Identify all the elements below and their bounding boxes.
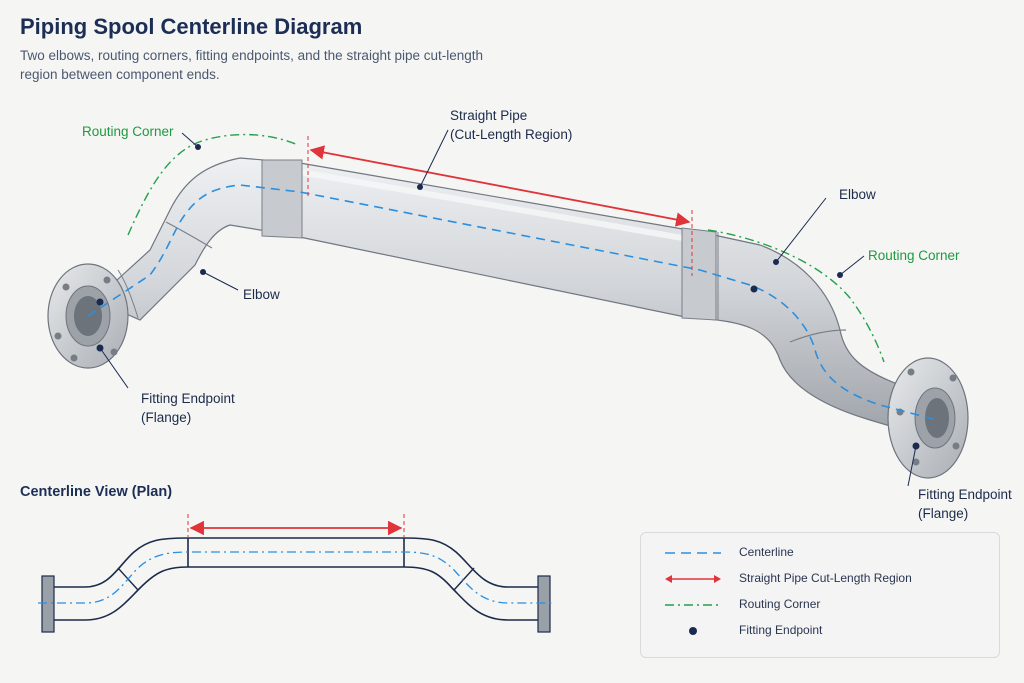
- plan-pipe-outline-top: [54, 537, 538, 588]
- label-routing-corner-left: Routing Corner: [82, 124, 174, 139]
- label-routing-corner-right: Routing Corner: [868, 248, 960, 263]
- spool-3d: [47, 129, 969, 487]
- endpoint-dot: [750, 285, 758, 293]
- legend-label: Routing Corner: [739, 597, 821, 611]
- legend: Centerline Straight Pipe Cut-Length Regi…: [640, 532, 1000, 658]
- legend-item-cut-length: Straight Pipe Cut-Length Region: [641, 569, 999, 589]
- legend-item-centerline: Centerline: [641, 543, 999, 563]
- leader-lines: [99, 129, 917, 487]
- cut-length-arrow: [309, 145, 691, 227]
- coupling-band-left: [261, 159, 303, 239]
- legend-label: Centerline: [739, 545, 794, 559]
- label-fitting-right-line1: Fitting Endpoint: [918, 487, 1012, 502]
- label-straight-pipe-line2: (Cut-Length Region): [450, 127, 573, 142]
- label-straight-pipe-line1: Straight Pipe: [450, 108, 528, 123]
- routing-corner-arc-left: [127, 133, 299, 236]
- plan-pipe-outline-bottom: [54, 566, 538, 621]
- label-elbow-right: Elbow: [839, 187, 876, 202]
- red-double-arrow-icon: [665, 575, 721, 583]
- routing-corner-legend-icon: [665, 604, 721, 606]
- routing-corner-arc-right: [707, 229, 885, 363]
- plan-left-flange: [41, 575, 55, 633]
- label-fitting-endpoint-right: Fitting Endpoint (Flange): [918, 485, 1012, 523]
- plan-view-title: Centerline View (Plan): [20, 484, 173, 500]
- page-subtitle: Two elbows, routing corners, fitting end…: [20, 48, 484, 82]
- coupling-band-right: [681, 227, 717, 321]
- legend-label: Fitting Endpoint: [739, 623, 823, 637]
- right-flange: [887, 357, 969, 479]
- endpoint-dot-icon: [689, 627, 697, 635]
- label-fitting-endpoint-left: Fitting Endpoint (Flange): [141, 389, 235, 427]
- label-fitting-left-line2: (Flange): [141, 410, 192, 425]
- label-elbow-left: Elbow: [243, 287, 280, 302]
- centerline-3d: [87, 184, 938, 421]
- plan-right-flange: [537, 575, 551, 633]
- plan-centerline: [38, 551, 554, 604]
- page-title: Piping Spool Centerline Diagram: [20, 14, 363, 39]
- label-fitting-right-line2: (Flange): [918, 506, 969, 521]
- centerline-legend-icon: [665, 552, 721, 554]
- label-straight-pipe: Straight Pipe (Cut-Length Region): [450, 106, 572, 144]
- endpoint-dot: [96, 298, 104, 306]
- legend-item-fitting-endpoint: Fitting Endpoint: [641, 621, 999, 641]
- plan-view: [38, 514, 554, 633]
- label-fitting-left-line1: Fitting Endpoint: [141, 391, 235, 406]
- legend-label: Straight Pipe Cut-Length Region: [739, 571, 912, 585]
- legend-item-routing-corner: Routing Corner: [641, 595, 999, 615]
